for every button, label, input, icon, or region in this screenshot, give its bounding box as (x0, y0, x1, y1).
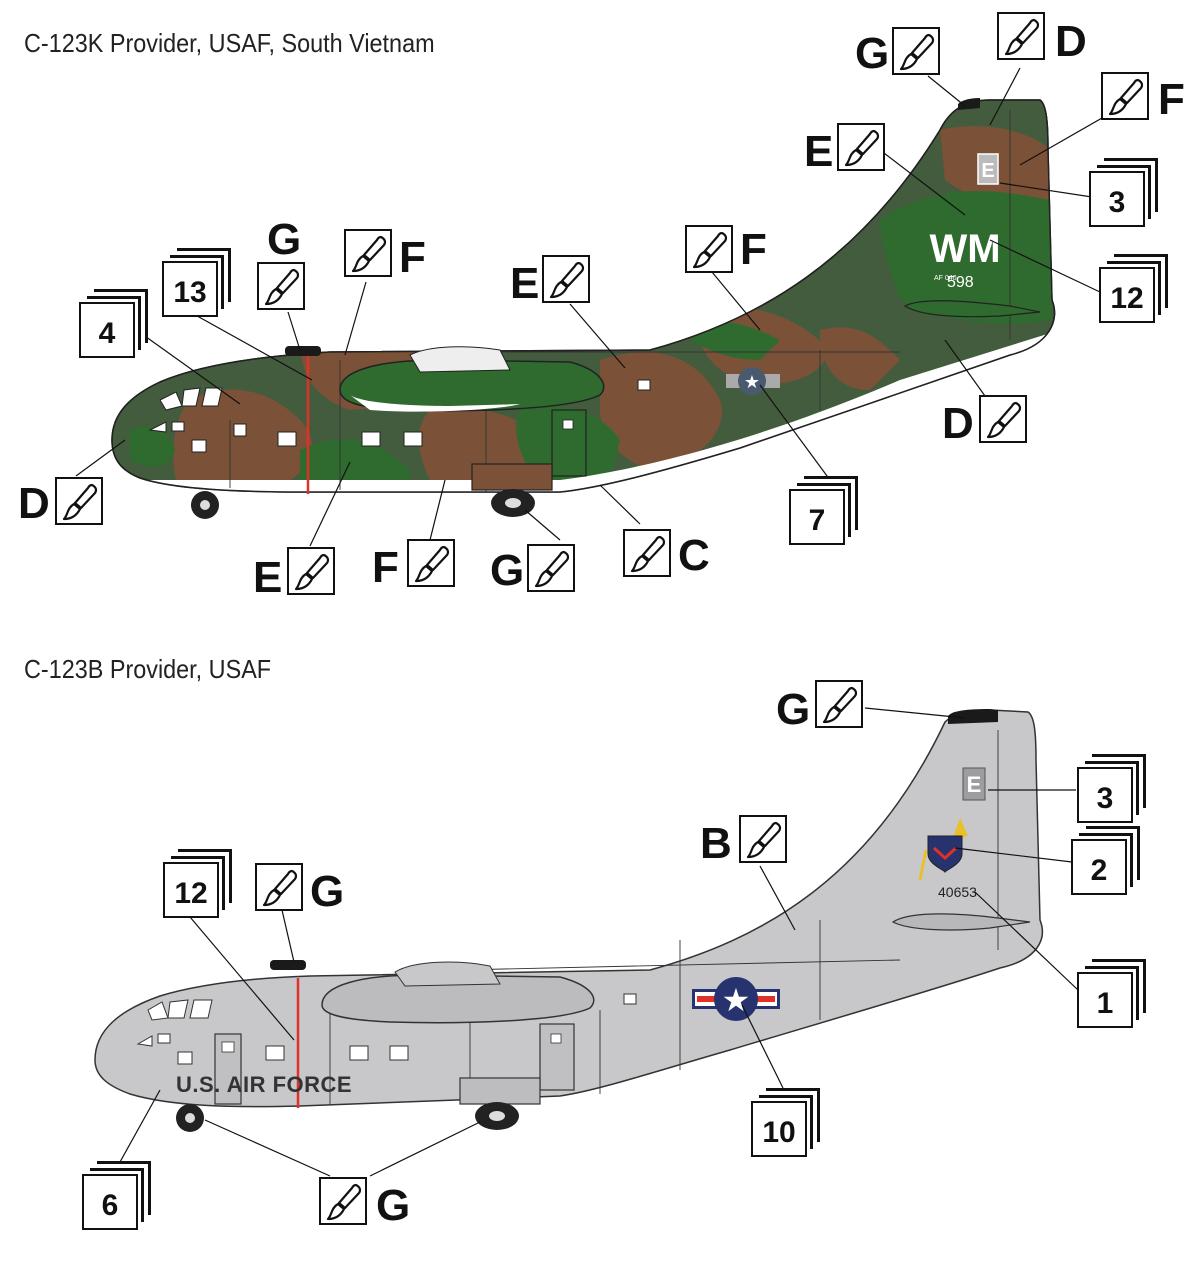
c123b-roundel: ★ (692, 977, 780, 1021)
c123k-tail-code: WM (929, 227, 1000, 271)
paint-brush-icon (978, 394, 1028, 444)
svg-text:E: E (510, 259, 539, 308)
svg-text:D: D (942, 399, 974, 448)
svg-text:B: B (700, 819, 732, 868)
svg-text:12: 12 (1110, 282, 1143, 315)
aircraft-c123k: ★ E WM AF 040 598 (111, 98, 1056, 519)
paint-brush-icon (996, 11, 1046, 61)
c123k-windows (148, 379, 651, 453)
c123k-fin-tip (958, 98, 980, 110)
svg-text:4: 4 (99, 317, 116, 350)
title-bottom: C-123B Provider, USAF (24, 654, 272, 684)
title-top: C-123K Provider, USAF, South Vietnam (24, 28, 435, 58)
svg-text:2: 2 (1091, 854, 1108, 887)
aircraft-c123b: ★ U.S. AIR FORCE E 40653 (94, 709, 1044, 1132)
paint-brush-icon (1100, 71, 1150, 121)
paint-brush-icon (622, 528, 672, 578)
svg-text:F: F (399, 233, 426, 282)
c123b-engine-nacelle (321, 974, 595, 1024)
paint-brush-icon (836, 122, 886, 172)
svg-text:3: 3 (1109, 186, 1126, 219)
svg-text:G: G (376, 1181, 410, 1230)
c123k-tail-letter: E (981, 160, 994, 182)
svg-text:D: D (1055, 17, 1087, 66)
svg-text:F: F (740, 225, 767, 274)
paint-brush-icon (318, 1176, 368, 1226)
c123b-serial: 40653 (938, 884, 977, 900)
svg-text:13: 13 (173, 276, 206, 309)
paint-brush-icon (406, 538, 456, 588)
svg-text:F: F (1158, 75, 1185, 124)
c123b-paint-callouts: G B G G (254, 679, 864, 1230)
svg-text:1: 1 (1097, 987, 1114, 1020)
svg-text:E: E (804, 127, 833, 176)
c123k-paint-callouts: G D F E G F E F D D E F G C (18, 11, 1185, 602)
c123b-leader-lines (119, 707, 1079, 1177)
svg-text:12: 12 (174, 877, 207, 910)
paint-brush-icon (256, 261, 306, 311)
paint-brush-icon (343, 228, 393, 278)
svg-text:G: G (776, 685, 810, 734)
tac-badge-icon (918, 818, 968, 881)
svg-text:7: 7 (809, 504, 826, 537)
paint-brush-icon (541, 254, 591, 304)
svg-text:F: F (372, 543, 399, 592)
c123k-leader-lines (75, 67, 1117, 547)
c123b-stabilizer (891, 913, 1031, 931)
paint-brush-icon (738, 814, 788, 864)
paint-brush-icon (814, 679, 864, 729)
svg-text:10: 10 (762, 1116, 795, 1149)
svg-text:3: 3 (1097, 782, 1114, 815)
paint-brush-icon (526, 543, 576, 593)
c123k-panel-lines (229, 110, 1011, 492)
c123k-top-light (285, 346, 321, 356)
paint-brush-icon (54, 476, 104, 526)
c123b-windows (136, 993, 637, 1065)
svg-text:G: G (267, 215, 301, 264)
paint-brush-icon (684, 224, 734, 274)
c123k-decal-callouts: 4 13 3 12 7 (79, 157, 1169, 545)
svg-text:G: G (855, 29, 889, 78)
c123k-serial: 598 (947, 274, 974, 291)
paint-brush-icon (286, 546, 336, 596)
c123k-stabilizer (903, 300, 1041, 318)
paint-brush-icon (254, 862, 304, 912)
svg-text:D: D (18, 479, 50, 528)
svg-text:6: 6 (102, 1189, 119, 1222)
c123k-serial-prefix: AF 040 (934, 275, 957, 282)
svg-text:C: C (678, 531, 710, 580)
svg-text:★: ★ (744, 372, 760, 393)
paint-brush-icon (891, 26, 941, 76)
c123b-fin-tip (948, 709, 998, 724)
c123b-fuselage-text: U.S. AIR FORCE (176, 1072, 352, 1097)
c123k-roundel: ★ (726, 367, 780, 395)
c123b-decal-callouts: 12 3 2 1 10 6 (82, 753, 1147, 1230)
c123b-top-light (270, 960, 306, 970)
svg-text:G: G (490, 546, 524, 595)
svg-text:E: E (253, 553, 282, 602)
svg-text:G: G (310, 867, 344, 916)
c123b-tail-letter: E (967, 772, 982, 797)
